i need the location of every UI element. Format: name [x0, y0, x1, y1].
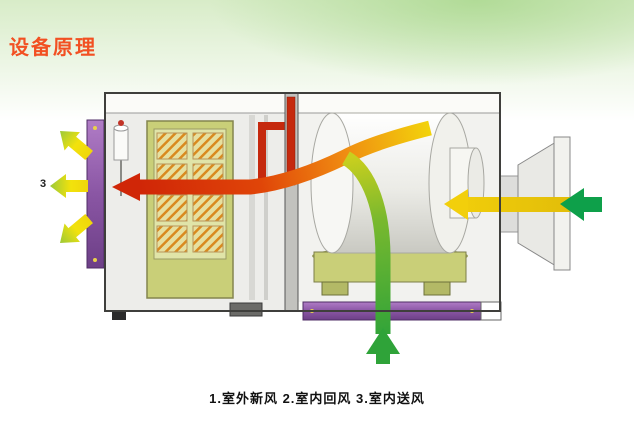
supply-arrow-left-icon — [50, 174, 88, 198]
fresh-air-band — [466, 197, 570, 212]
heat-exchanger-panel — [146, 120, 234, 299]
drain-box — [229, 302, 263, 317]
coil-block — [156, 194, 188, 222]
drum-face-left — [310, 112, 354, 254]
filter-body — [113, 127, 129, 161]
unit-outline — [104, 92, 501, 312]
base-foot — [423, 281, 451, 296]
drum-outline — [332, 112, 450, 254]
exhaust-grille — [86, 119, 105, 269]
base-foot — [321, 281, 349, 296]
exhaust-flow-arrow-icon — [112, 173, 140, 201]
foot — [112, 311, 126, 320]
return-flow-band — [341, 151, 391, 334]
supply-air-number-label: 3 — [40, 178, 47, 190]
inlet-arrow-shaft — [584, 197, 602, 212]
coil-block — [192, 132, 224, 160]
grille-dot — [93, 126, 97, 130]
pipework — [249, 115, 290, 300]
coil-block — [192, 225, 224, 253]
coil-block — [156, 225, 188, 253]
filter-valve — [118, 120, 124, 126]
fresh-air-arrow-icon — [444, 189, 468, 220]
page-title: 设备原理 — [9, 37, 97, 59]
legend-caption: 1.室外新风 2.室内回风 3.室内送风 — [209, 391, 425, 406]
return-air-arrow-icon — [366, 328, 400, 354]
divider-wall — [284, 92, 299, 312]
regeneration-flow-band — [140, 120, 432, 195]
coil-block — [156, 132, 188, 160]
exhaust-panel — [86, 119, 105, 269]
unit-feet — [112, 302, 263, 320]
air-flows — [112, 120, 602, 364]
filter-drier — [113, 120, 129, 196]
coil-block — [192, 194, 224, 222]
inlet-arrow-icon — [560, 188, 584, 221]
return-air-arrow-shaft — [376, 354, 390, 364]
red-pipe-elbow — [258, 122, 290, 184]
rotor-drum — [310, 112, 485, 296]
grille-dot — [93, 258, 97, 262]
